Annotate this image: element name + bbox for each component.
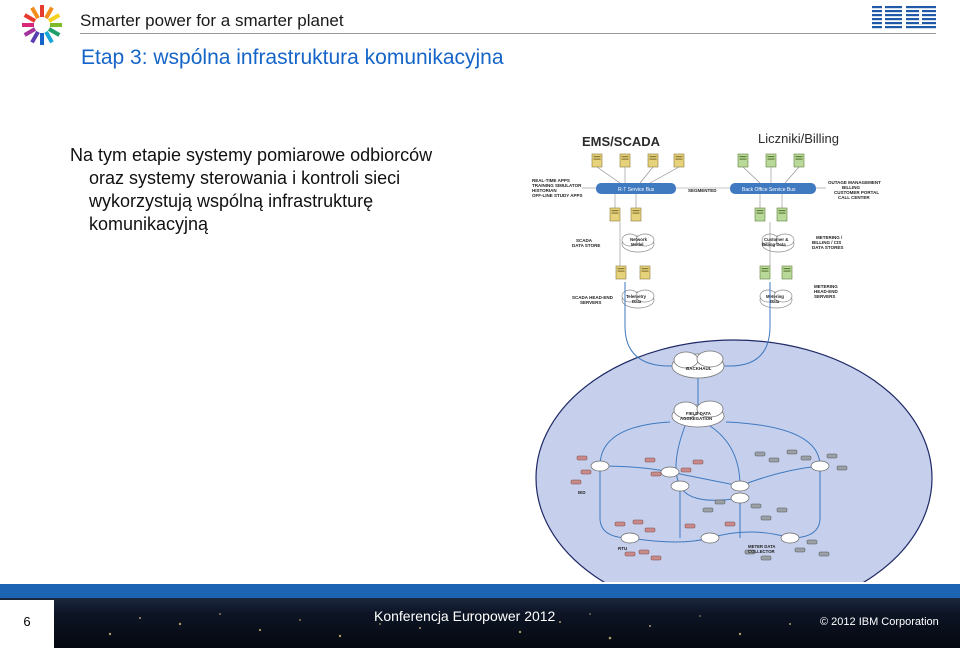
ibm-logo-icon — [872, 4, 936, 30]
bullet-line-1: Na tym etapie systemy pomiarowe odbiorcó… — [70, 145, 433, 165]
city-lights-background-icon — [108, 613, 791, 640]
metering-data-label: Metering Data — [766, 294, 785, 304]
server-icon — [737, 153, 749, 168]
server-icon — [619, 153, 631, 168]
field-data-label: FIELD DATA AGGREGATION — [680, 411, 712, 421]
server-icon — [793, 153, 805, 168]
rt-service-bus-label: R-T Service Bus — [618, 187, 655, 193]
server-icon — [615, 265, 627, 280]
metering-stores-label: METERING / BILLING / CIS DATA STORES — [812, 235, 844, 250]
outage-label: OUTAGE MANAGEMENT BILLING CUSTOMER PORTA… — [828, 180, 882, 200]
scada-headend-label: SCADA HEAD-END SERVERS — [572, 295, 614, 305]
conference-name: Konferencja Europower 2012 — [374, 608, 556, 624]
server-icon — [765, 153, 777, 168]
server-icon — [647, 153, 659, 168]
rtu-label: RTU — [618, 546, 627, 551]
backhaul-cloud — [671, 350, 725, 379]
heading-ems-scada: EMS/SCADA — [582, 134, 661, 149]
bullet-line-3: wykorzystują wspólną infrastrukturę — [89, 191, 374, 211]
smarter-planet-logo-icon — [22, 5, 62, 45]
rt-service-bus — [596, 183, 676, 194]
ied-label: IED — [578, 490, 586, 495]
server-icon — [639, 265, 651, 280]
slide-number: 6 — [0, 600, 54, 648]
meter-collector-label: METER DATA COLLECTOR — [748, 544, 777, 554]
segmented-label: SEGMENTED — [688, 188, 717, 193]
network-model-label: Network Model — [630, 237, 648, 247]
copyright: © 2012 IBM Corporation — [820, 616, 939, 628]
aggregation-nodes — [590, 460, 830, 544]
field-aggregation-cloud — [671, 400, 725, 428]
telemetry-label: Telemetry Data — [626, 294, 647, 304]
server-icon — [759, 265, 771, 280]
server-icon — [609, 207, 621, 222]
header-divider — [80, 33, 936, 34]
slide-title: Etap 3: wspólna infrastruktura komunikac… — [81, 46, 504, 69]
back-office-bus — [730, 183, 816, 194]
footer-accent — [0, 584, 960, 598]
server-icon — [591, 153, 603, 168]
scada-store-label: SCADA DATA STORE — [572, 238, 600, 248]
footer-bar — [0, 584, 960, 648]
server-icon — [754, 207, 766, 222]
backhaul-label: BACKHAUL — [686, 366, 712, 371]
network-diagram: EMS/SCADA Liczniki/Billing REAL-TIME APP… — [532, 131, 933, 582]
heading-liczniki-billing: Liczniki/Billing — [758, 131, 839, 146]
metering-headend-label: METERING HEAD-END SERVERS — [814, 284, 839, 299]
server-icon — [776, 207, 788, 222]
bullet-text: Na tym etapie systemy pomiarowe odbiorcó… — [70, 144, 490, 236]
server-icon — [673, 153, 685, 168]
bullet-line-2: oraz systemy sterowania i kontroli sieci — [89, 168, 401, 188]
field-network-area — [535, 339, 933, 582]
customer-billing-label: Customer & Billing Data — [762, 237, 790, 247]
bullet-line-4: komunikacyjną — [89, 214, 209, 234]
header-tagline: Smarter power for a smarter planet — [80, 11, 344, 30]
server-icon — [630, 207, 642, 222]
realtime-apps-label: REAL-TIME APPS TRAINING SIMULATOR HISTOR… — [532, 178, 583, 198]
back-office-bus-label: Back Office Service Bus — [742, 187, 796, 193]
server-icon — [781, 265, 793, 280]
